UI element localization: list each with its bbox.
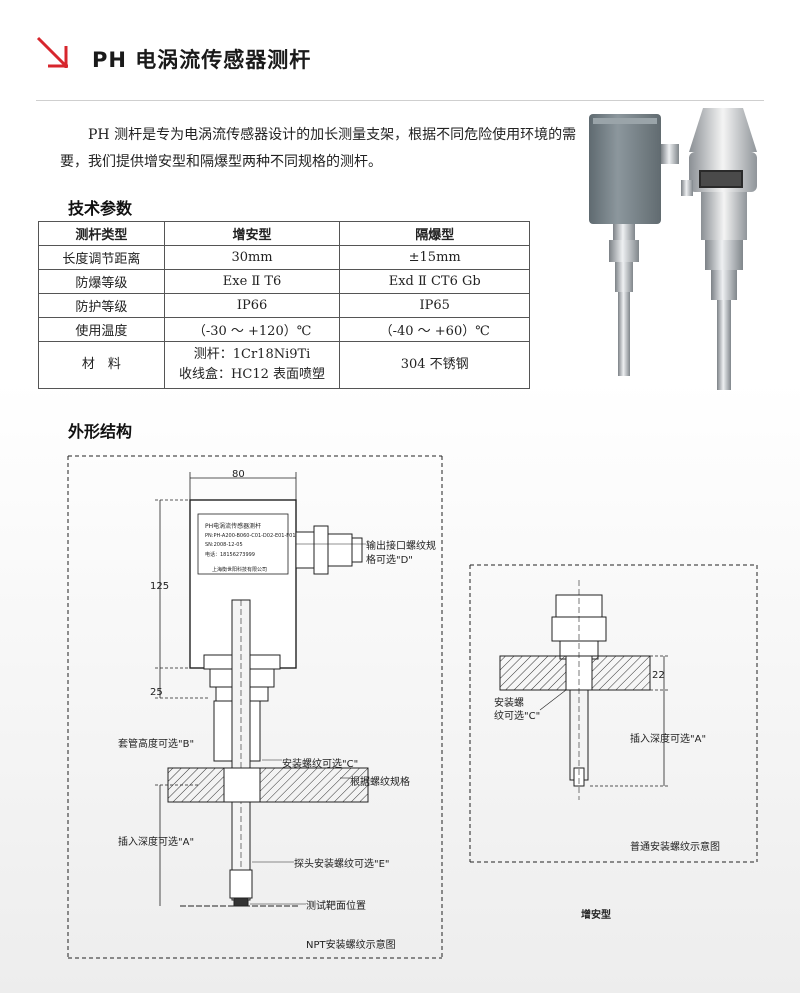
callout-sleeve: 套管高度可选"B" xyxy=(118,739,195,750)
product-photo xyxy=(589,108,757,390)
table-cell: ±15mm xyxy=(339,245,530,270)
table-cell: IP66 xyxy=(163,293,341,318)
technical-drawing xyxy=(67,455,758,959)
table-cell: 材 料 xyxy=(38,341,165,389)
probe-tip xyxy=(229,869,253,899)
dim-25-label: 25 xyxy=(150,687,163,698)
table-header-row: 测杆类型 增安型 隔爆型 xyxy=(38,221,530,246)
callout-by-thread: 根据螺纹规格 xyxy=(350,777,410,788)
caption-npt: NPT安装螺纹示意图 xyxy=(306,940,396,951)
table-cell: Exd Ⅱ CT6 Gb xyxy=(339,269,530,294)
callout-output-line2: 格可选"D" xyxy=(366,555,413,566)
material-line: 收线盒：HC12 表面喷塑 xyxy=(179,367,326,382)
table-cell: Exe Ⅱ T6 xyxy=(163,269,341,294)
specs-heading: 技术参数 xyxy=(68,199,133,218)
table-cell: 使用温度 xyxy=(38,317,165,342)
column-header: 隔爆型 xyxy=(339,221,530,246)
table-cell: （-30 ～ +120）℃ xyxy=(163,317,341,342)
header-divider xyxy=(36,100,764,101)
caption-standard: 普通安装螺纹示意图 xyxy=(630,842,720,853)
table-cell-material: 测杆：1Cr18Ni9Ti 收线盒：HC12 表面喷塑 xyxy=(163,341,341,389)
table-row-material: 材 料 测杆：1Cr18Ni9Ti 收线盒：HC12 表面喷塑 304 不锈钢 xyxy=(38,341,530,389)
type-label-right: 增安型 xyxy=(581,910,611,921)
callout-output-line1: 输出接口螺纹规 xyxy=(366,541,436,552)
table-cell: 30mm xyxy=(163,245,341,270)
intro-paragraph: PH 测杆是专为电涡流传感器设计的加长测量支架，根据不同危险使用环境的需要，我们… xyxy=(60,127,577,170)
spec-table: 测杆类型 增安型 隔爆型 长度调节距离 30mm ±15mm 防爆等级 Exe … xyxy=(38,221,530,389)
dim-22-label: 22 xyxy=(652,670,665,681)
structure-heading: 外形结构 xyxy=(68,422,133,441)
table-cell: IP65 xyxy=(339,293,530,318)
column-header: 增安型 xyxy=(163,221,341,246)
gland xyxy=(351,537,363,563)
callout-insert-depth: 插入深度可选"A" xyxy=(118,837,195,848)
nameplate-sn: SN:2008-12-05 xyxy=(205,542,243,548)
table-cell: 长度调节距离 xyxy=(38,245,165,270)
callout-target: 测试靶面位置 xyxy=(306,901,366,912)
table-row: 使用温度 （-30 ～ +120）℃ （-40 ～ +60）℃ xyxy=(38,317,530,342)
table-cell: （-40 ～ +60）℃ xyxy=(339,317,530,342)
arrow-mark-icon xyxy=(36,36,68,68)
callout-probe-thread: 探头安装螺纹可选"E" xyxy=(294,859,390,870)
nameplate-pn: PN:PH-A200-B060-C01-D02-E01-F01 xyxy=(205,533,296,539)
probe-face xyxy=(233,897,249,907)
nameplate-tel: 电话：18156273999 xyxy=(205,552,255,558)
nameplate-company: 上海衡世阳科技有限公司 xyxy=(212,567,268,573)
mounting-wall xyxy=(167,767,369,803)
column-header: 测杆类型 xyxy=(38,221,165,246)
probe-tip-right xyxy=(573,767,585,787)
table-row: 防爆等级 Exe Ⅱ T6 Exd Ⅱ CT6 Gb xyxy=(38,269,530,294)
callout-mount-line1: 安装螺 xyxy=(494,698,524,709)
table-cell: 防护等级 xyxy=(38,293,165,318)
nameplate-title: PH电涡流传感器测杆 xyxy=(205,523,262,530)
dim-width-label: 80 xyxy=(232,469,245,480)
leader-line xyxy=(539,689,567,711)
wall-bore xyxy=(223,767,261,803)
table-row: 防护等级 IP66 IP65 xyxy=(38,293,530,318)
gland xyxy=(313,525,329,575)
dim-height-label: 125 xyxy=(150,581,170,592)
callout-insert-depth-right: 插入深度可选"A" xyxy=(630,734,707,745)
callout-mount-thread: 安装螺纹可选"C" xyxy=(282,759,359,770)
table-row: 长度调节距离 30mm ±15mm xyxy=(38,245,530,270)
nameplate xyxy=(197,513,289,575)
callout-mount-line2: 纹可选"C" xyxy=(494,711,541,722)
gland xyxy=(327,533,353,567)
material-line: 测杆：1Cr18Ni9Ti xyxy=(193,347,311,362)
table-cell: 304 不锈钢 xyxy=(339,341,530,389)
page-title: PH 电涡流传感器测杆 xyxy=(92,48,312,72)
gland xyxy=(295,531,315,569)
table-cell: 防爆等级 xyxy=(38,269,165,294)
